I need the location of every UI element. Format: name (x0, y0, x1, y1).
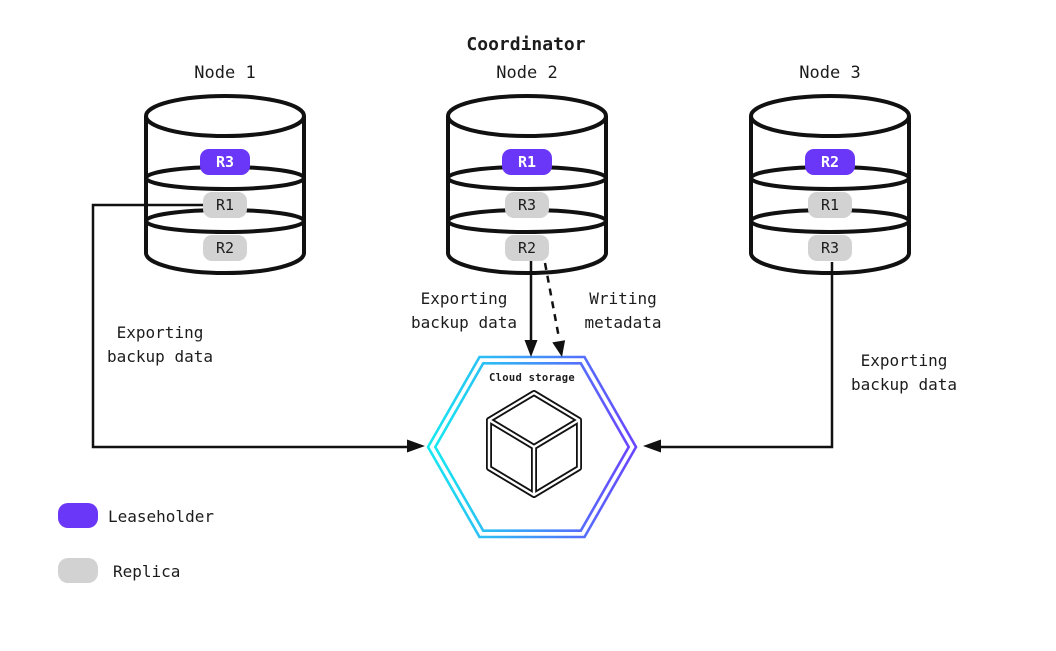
edge-node2-metadata-to-cloud (543, 262, 566, 357)
edge-node2-export-arrowhead (524, 340, 538, 357)
edge-label-line: Exporting (860, 351, 948, 370)
node-1-cylinder-top (144, 94, 306, 138)
node-2-label: Node 2 (496, 63, 558, 83)
node-3-replica-R2-badge: R2 (805, 149, 855, 175)
edge-label-line: backup data (851, 375, 957, 394)
node-3-label: Node 3 (799, 63, 861, 83)
edge-node1-to-cloud (91, 203, 425, 453)
node-2-replica-R1-badge: R1 (502, 149, 552, 175)
node-1-replica-R3-badge: R3 (200, 149, 250, 175)
node-1-label: Node 1 (194, 63, 256, 83)
edge-label-node2-metadata: Writing metadata (513, 287, 733, 335)
edge-label-line: Exporting (420, 289, 508, 308)
cloud-storage-label: Cloud storage (488, 372, 576, 384)
node-1-replica-R2-badge: R2 (203, 235, 247, 261)
cloud-storage-hexagon-inner (433, 361, 631, 533)
legend-label-leaseholder: Leaseholder (108, 507, 214, 526)
replica-swatch (58, 558, 98, 583)
node-2-replica-R3-badge: R3 (505, 192, 549, 218)
node-3-replica-R3-badge: R3 (808, 235, 852, 261)
edge-label-line: Writing (589, 289, 657, 308)
edge-label-line: backup data (107, 347, 213, 366)
node-2-cylinder-top (446, 94, 608, 138)
edge-label-line: metadata (584, 313, 662, 332)
edge-label-node1-export: Exporting backup data (50, 321, 270, 369)
edge-label-node2-export: Exporting backup data (354, 287, 574, 335)
edge-node2-metadata-arrowhead (552, 340, 566, 357)
diagram-title: Coordinator (466, 34, 586, 55)
storage-cube-icon (486, 390, 582, 498)
storage-cube-inner-gap (488, 418, 580, 495)
node-1-replica-R1-badge: R1 (203, 192, 247, 218)
edge-node3-line (659, 262, 834, 449)
edge-label-line: backup data (411, 313, 517, 332)
node-3-cylinder-top (749, 94, 911, 138)
node-2-replica-R2-badge: R2 (505, 235, 549, 261)
edge-node3-arrowhead (643, 439, 661, 453)
edge-node1-arrowhead (407, 439, 425, 453)
edge-node1-line (91, 203, 409, 449)
node-3-replica-R1-badge: R1 (808, 192, 852, 218)
edge-label-node3-export: Exporting backup data (794, 349, 1014, 397)
edge-node2-export-to-cloud (524, 258, 538, 357)
edge-label-line: Exporting (116, 323, 204, 342)
edge-node3-to-cloud (643, 262, 834, 453)
legend-label-replica: Replica (113, 562, 181, 581)
leaseholder-swatch (58, 503, 98, 528)
